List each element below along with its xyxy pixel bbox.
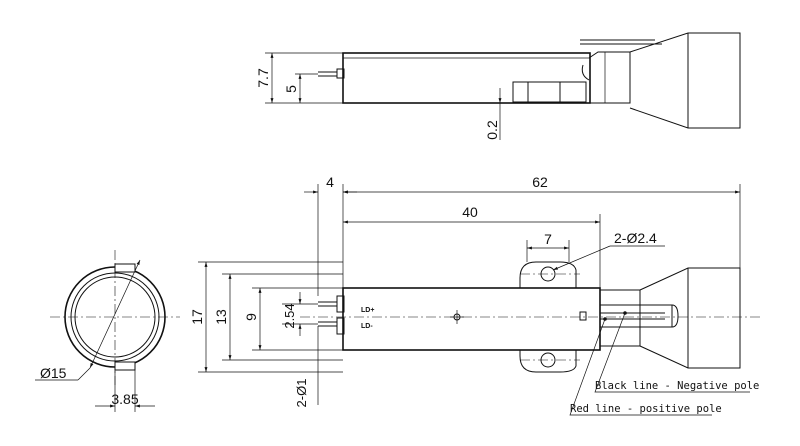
dim-hole-spacing: 7 xyxy=(544,231,552,247)
dim-top-pin-offset: 5 xyxy=(283,85,299,93)
dim-body-width: 13 xyxy=(213,309,229,325)
dim-pin-diameter: 2-Ø1 xyxy=(294,379,309,408)
dim-top-height: 7.7 xyxy=(255,68,271,88)
dim-inner-width: 9 xyxy=(243,313,259,321)
dim-pin-length: 4 xyxy=(326,174,334,190)
red-line-note: Red line - positive pole xyxy=(570,403,722,415)
ld-plus-label: LD+ xyxy=(361,307,374,314)
side-view xyxy=(265,32,741,140)
dim-mount-holes: 2-Ø2.4 xyxy=(614,230,657,246)
dim-end-offset: 3.85 xyxy=(111,391,138,407)
dim-pin-pitch: 2.54 xyxy=(282,303,297,328)
dim-top-gap: 0.2 xyxy=(484,120,500,140)
plan-view xyxy=(198,184,760,416)
black-line-note: Black line - Negative pole xyxy=(595,380,759,392)
dim-overall-width: 17 xyxy=(189,309,205,325)
dim-overall-length: 62 xyxy=(532,174,548,190)
ld-minus-label: LD- xyxy=(361,323,373,330)
dim-end-diameter: Ø15 xyxy=(40,365,67,381)
end-view xyxy=(35,250,180,412)
dim-body-length: 40 xyxy=(462,204,478,220)
